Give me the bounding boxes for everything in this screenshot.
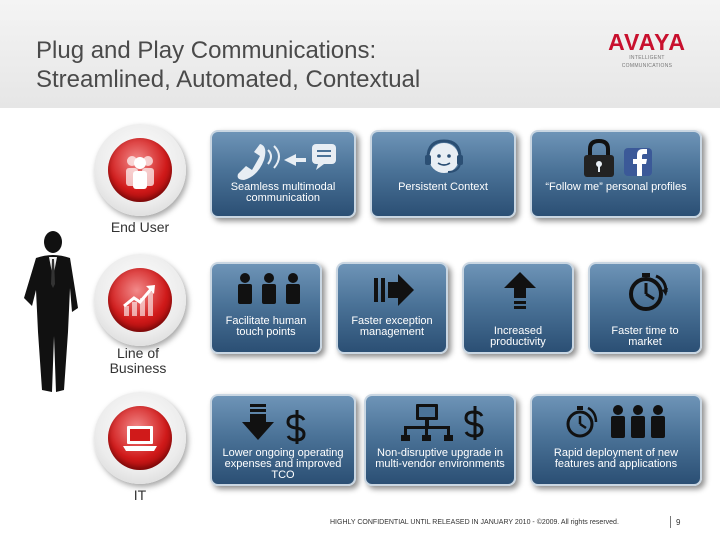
phone-chat-icon <box>237 144 336 180</box>
avaya-logo: AVAYA INTELLIGENT COMMUNICATIONS <box>604 29 690 69</box>
team-icon <box>238 273 300 304</box>
card-faster-time-to-market: Faster time to market <box>588 262 702 354</box>
card-text: Increased productivity <box>490 325 546 348</box>
headset-agent-icon <box>425 139 463 173</box>
card-text: Facilitate human touch points <box>225 315 307 338</box>
card-seamless-multimodal: Seamless multimodal communication <box>210 130 356 218</box>
card-non-disruptive-upgrade: Non-disruptive upgrade in multi-vendor e… <box>364 394 516 486</box>
network-dollar-icon <box>401 404 484 441</box>
page-number: 9 <box>676 518 681 527</box>
row-label-line-of-business: Line of Business <box>109 345 167 376</box>
row-label-end-user: End User <box>110 219 170 235</box>
header-band <box>0 0 720 108</box>
card-follow-me-profiles: “Follow me” personal profiles <box>530 130 702 218</box>
card-lower-operating-expenses: Lower ongoing operating expenses and imp… <box>210 394 356 486</box>
stopwatch-icon <box>629 273 668 311</box>
card-faster-exception-management: Faster exception management <box>336 262 448 354</box>
logo-wordmark: AVAYA <box>608 29 686 55</box>
card-text: Persistent Context <box>398 181 488 193</box>
down-arrow-dollar-icon <box>242 404 306 444</box>
forward-arrow-icon <box>374 274 414 306</box>
card-text: Seamless multimodal communication <box>230 181 336 204</box>
line-of-business-circle <box>94 254 186 346</box>
card-text: Lower ongoing operating expenses and imp… <box>222 447 344 481</box>
card-text: “Follow me” personal profiles <box>545 181 687 193</box>
card-rapid-deployment: Rapid deployment of new features and app… <box>530 394 702 486</box>
footer-divider <box>670 516 671 528</box>
card-text: Non-disruptive upgrade in multi-vendor e… <box>375 447 505 470</box>
card-text: Faster time to market <box>611 325 679 348</box>
card-persistent-context: Persistent Context <box>370 130 516 218</box>
lock-facebook-icon <box>584 138 652 177</box>
card-text: Rapid deployment of new features and app… <box>553 447 679 470</box>
card-facilitate-touch-points: Facilitate human touch points <box>210 262 322 354</box>
businessman-silhouette-icon <box>24 231 78 392</box>
people-icon <box>126 156 154 189</box>
growth-chart-icon <box>123 285 155 316</box>
logo-tagline: INTELLIGENT COMMUNICATIONS <box>621 55 673 69</box>
stopwatch-team-icon <box>566 405 665 438</box>
confidentiality-notice: HIGHLY CONFIDENTIAL UNTIL RELEASED IN JA… <box>330 519 619 526</box>
card-increased-productivity: Increased productivity <box>462 262 574 354</box>
slide-title: Plug and Play Communications: Streamline… <box>36 37 421 93</box>
it-circle <box>94 392 186 484</box>
end-user-circle <box>94 124 186 216</box>
laptop-icon <box>123 426 157 451</box>
up-arrow-icon <box>504 272 536 309</box>
row-label-it: IT <box>133 487 147 503</box>
card-text: Faster exception management <box>351 315 433 338</box>
